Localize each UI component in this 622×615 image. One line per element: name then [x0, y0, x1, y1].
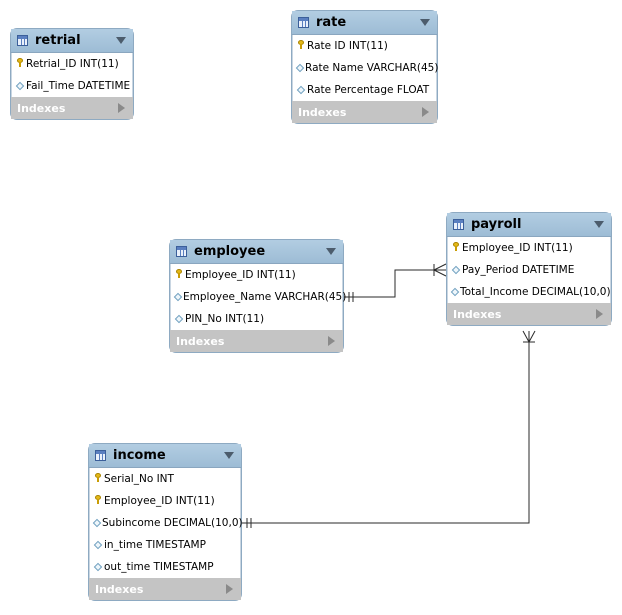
column-label: Employee_ID INT(11) — [462, 242, 573, 254]
indexes-label: Indexes — [298, 105, 347, 119]
column-row[interactable]: Fail_Time DATETIME — [12, 75, 132, 97]
column-diamond-icon — [93, 562, 103, 572]
table-rate[interactable]: rate Rate ID INT(11) Rate Name VARCHAR(4… — [292, 11, 439, 123]
column-diamond-icon — [295, 63, 305, 73]
column-row[interactable]: Pay_Period DATETIME — [448, 259, 610, 281]
column-row[interactable]: Total_Income DECIMAL(10,0) — [448, 281, 611, 303]
column-diamond-icon — [173, 292, 183, 302]
indexes-section[interactable]: Indexes — [89, 578, 241, 600]
collapse-toggle-icon[interactable] — [594, 221, 604, 228]
column-label: PIN_No INT(11) — [185, 313, 265, 325]
column-label: Total_Income DECIMAL(10,0) — [460, 286, 611, 298]
table-header[interactable]: employee — [170, 240, 343, 264]
column-diamond-icon — [174, 314, 184, 324]
column-row[interactable]: in_time TIMESTAMP — [90, 534, 240, 556]
column-diamond-icon — [15, 81, 25, 91]
indexes-label: Indexes — [453, 307, 502, 321]
column-diamond-icon — [296, 85, 306, 95]
column-row[interactable]: Employee_ID INT(11) — [171, 264, 342, 286]
column-label: Rate ID INT(11) — [307, 40, 388, 52]
indexes-section[interactable]: Indexes — [11, 97, 133, 119]
table-icon — [453, 219, 464, 230]
column-row[interactable]: Serial_No INT — [90, 468, 240, 490]
column-label: Rate Percentage FLOAT — [307, 84, 430, 96]
table-retrial[interactable]: retrial Retrial_ID INT(11) Fail_Time DAT… — [11, 29, 133, 119]
column-row[interactable]: Retrial_ID INT(11) — [12, 53, 132, 75]
table-title: rate — [316, 15, 347, 30]
table-icon — [17, 35, 28, 46]
table-header[interactable]: rate — [292, 11, 437, 35]
collapse-toggle-icon[interactable] — [326, 248, 336, 255]
column-label: Rate Name VARCHAR(45) — [305, 62, 439, 74]
column-label: Pay_Period DATETIME — [462, 264, 575, 276]
table-header[interactable]: payroll — [447, 213, 611, 237]
primary-key-icon — [95, 495, 101, 504]
column-label: Subincome DECIMAL(10,0) — [102, 517, 243, 529]
table-icon — [95, 450, 106, 461]
column-label: out_time TIMESTAMP — [104, 561, 214, 573]
column-label: Retrial_ID INT(11) — [26, 58, 119, 70]
primary-key-icon — [17, 58, 23, 67]
column-row[interactable]: Rate ID INT(11) — [293, 35, 436, 57]
collapse-toggle-icon[interactable] — [224, 452, 234, 459]
column-row[interactable]: Employee_ID INT(11) — [90, 490, 240, 512]
column-diamond-icon — [93, 540, 103, 550]
table-title: income — [113, 448, 166, 463]
table-icon — [176, 246, 187, 257]
column-label: Employee_Name VARCHAR(45) — [183, 291, 347, 303]
table-employee[interactable]: employee Employee_ID INT(11) Employee_Na… — [170, 240, 346, 352]
column-diamond-icon — [451, 265, 461, 275]
table-title: payroll — [471, 217, 522, 232]
column-label: Employee_ID INT(11) — [185, 269, 296, 281]
column-label: in_time TIMESTAMP — [104, 539, 206, 551]
column-row[interactable]: Subincome DECIMAL(10,0) — [90, 512, 243, 534]
column-row[interactable]: PIN_No INT(11) — [171, 308, 342, 330]
column-diamond-icon — [450, 287, 460, 297]
primary-key-icon — [176, 269, 182, 278]
relationship-employee-payroll[interactable] — [344, 263, 447, 302]
column-diamond-icon — [92, 518, 102, 528]
column-row[interactable]: Rate Percentage FLOAT — [293, 79, 436, 101]
expand-arrow-icon[interactable] — [596, 309, 603, 319]
primary-key-icon — [453, 242, 459, 251]
column-row[interactable]: out_time TIMESTAMP — [90, 556, 240, 578]
table-title: retrial — [35, 33, 81, 48]
collapse-toggle-icon[interactable] — [420, 19, 430, 26]
column-row[interactable]: Employee_Name VARCHAR(45) — [171, 286, 346, 308]
column-label: Fail_Time DATETIME — [26, 80, 131, 92]
column-row[interactable]: Rate Name VARCHAR(45) — [293, 57, 439, 79]
expand-arrow-icon[interactable] — [118, 103, 125, 113]
expand-arrow-icon[interactable] — [226, 584, 233, 594]
primary-key-icon — [298, 40, 304, 49]
indexes-label: Indexes — [17, 101, 66, 115]
indexes-section[interactable]: Indexes — [447, 303, 611, 325]
column-row[interactable]: Employee_ID INT(11) — [448, 237, 610, 259]
table-icon — [298, 17, 309, 28]
indexes-label: Indexes — [95, 582, 144, 596]
table-header[interactable]: income — [89, 444, 241, 468]
table-payroll[interactable]: payroll Employee_ID INT(11) Pay_Period D… — [447, 213, 611, 325]
column-label: Employee_ID INT(11) — [104, 495, 215, 507]
indexes-section[interactable]: Indexes — [292, 101, 437, 123]
indexes-section[interactable]: Indexes — [170, 330, 343, 352]
indexes-label: Indexes — [176, 334, 225, 348]
collapse-toggle-icon[interactable] — [116, 37, 126, 44]
primary-key-icon — [95, 473, 101, 482]
expand-arrow-icon[interactable] — [328, 336, 335, 346]
expand-arrow-icon[interactable] — [422, 107, 429, 117]
table-header[interactable]: retrial — [11, 29, 133, 53]
column-label: Serial_No INT — [104, 473, 174, 485]
relationship-income-payroll[interactable] — [242, 330, 536, 528]
table-income[interactable]: income Serial_No INT Employee_ID INT(11)… — [89, 444, 243, 600]
table-title: employee — [194, 244, 266, 259]
